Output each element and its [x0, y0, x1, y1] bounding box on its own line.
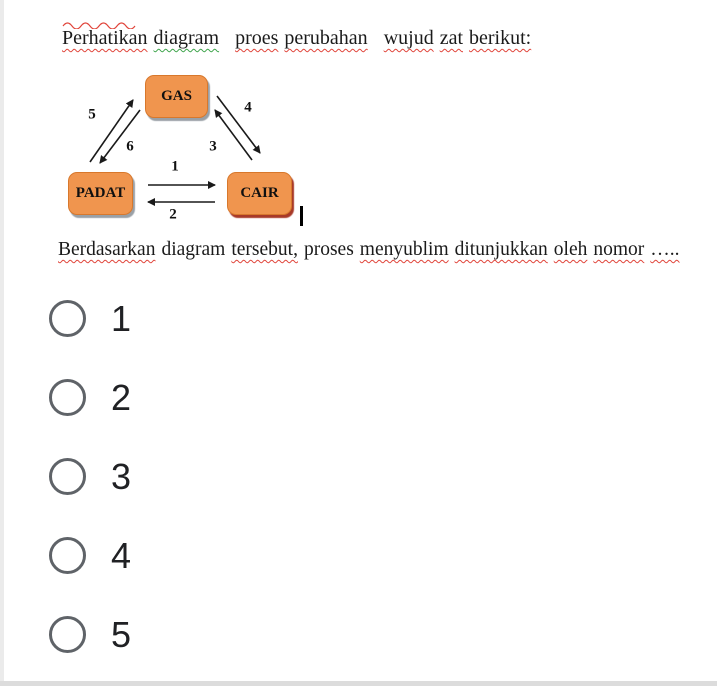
- arrow-label-4: 4: [244, 99, 252, 116]
- arrow-label-6: 6: [126, 138, 134, 155]
- bottom-edge-strip: [0, 681, 717, 686]
- option-label: 4: [111, 535, 132, 576]
- word: zat: [439, 27, 463, 49]
- arrow-label-3: 3: [209, 138, 217, 155]
- word: wujud: [383, 27, 434, 49]
- word: perubahan: [284, 27, 368, 49]
- word: …..: [650, 239, 680, 260]
- radio-button[interactable]: [49, 616, 86, 653]
- radio-button[interactable]: [49, 300, 86, 337]
- text-cursor: [300, 206, 303, 226]
- radio-button[interactable]: [49, 537, 86, 574]
- word: tersebut,: [231, 239, 298, 260]
- radio-option-row-3[interactable]: 3: [49, 458, 131, 495]
- radio-option-row-2[interactable]: 2: [49, 379, 131, 416]
- word: proes: [235, 27, 279, 49]
- word: nomor: [593, 239, 645, 260]
- word: Perhatikan: [62, 27, 148, 49]
- radio-option-row-5[interactable]: 5: [49, 616, 131, 653]
- word: ditunjukkan: [454, 239, 548, 260]
- options-list: 1 2 3 4 5: [49, 300, 131, 695]
- option-label: 5: [111, 614, 132, 655]
- arrow-label-2: 2: [169, 206, 177, 223]
- diagram-arrows: [89, 95, 261, 206]
- option-label: 1: [111, 298, 132, 339]
- word: menyublim: [359, 239, 449, 260]
- word: diagram: [161, 239, 226, 260]
- word: proses: [303, 239, 354, 260]
- arrow-4-gas-to-cair: [216, 95, 261, 154]
- option-label: 3: [111, 456, 132, 497]
- arrow-3-cair-to-gas: [214, 109, 253, 161]
- radio-button[interactable]: [49, 458, 86, 495]
- radio-option-row-1[interactable]: 1: [49, 300, 131, 337]
- word: diagram: [153, 27, 220, 49]
- cair-box: CAIR: [227, 172, 292, 215]
- arrow-label-1: 1: [171, 158, 179, 175]
- stray-squiggle-mark: [62, 16, 136, 34]
- padat-box: PADAT: [68, 172, 133, 215]
- arrow-label-5: 5: [88, 106, 96, 123]
- left-edge-strip: [0, 0, 4, 686]
- arrow-5-padat-to-gas: [89, 99, 134, 163]
- gas-box: GAS: [145, 75, 208, 118]
- radio-button[interactable]: [49, 379, 86, 416]
- option-label: 2: [111, 377, 132, 418]
- radio-option-row-4[interactable]: 4: [49, 537, 131, 574]
- arrow-6-gas-to-padat: [99, 109, 141, 164]
- word: Berdasarkan: [58, 239, 156, 260]
- word: berikut:: [469, 27, 532, 49]
- state-change-diagram: GAS PADAT CAIR 1 2 3 4 5 6: [58, 62, 318, 234]
- word: oleh: [553, 239, 588, 260]
